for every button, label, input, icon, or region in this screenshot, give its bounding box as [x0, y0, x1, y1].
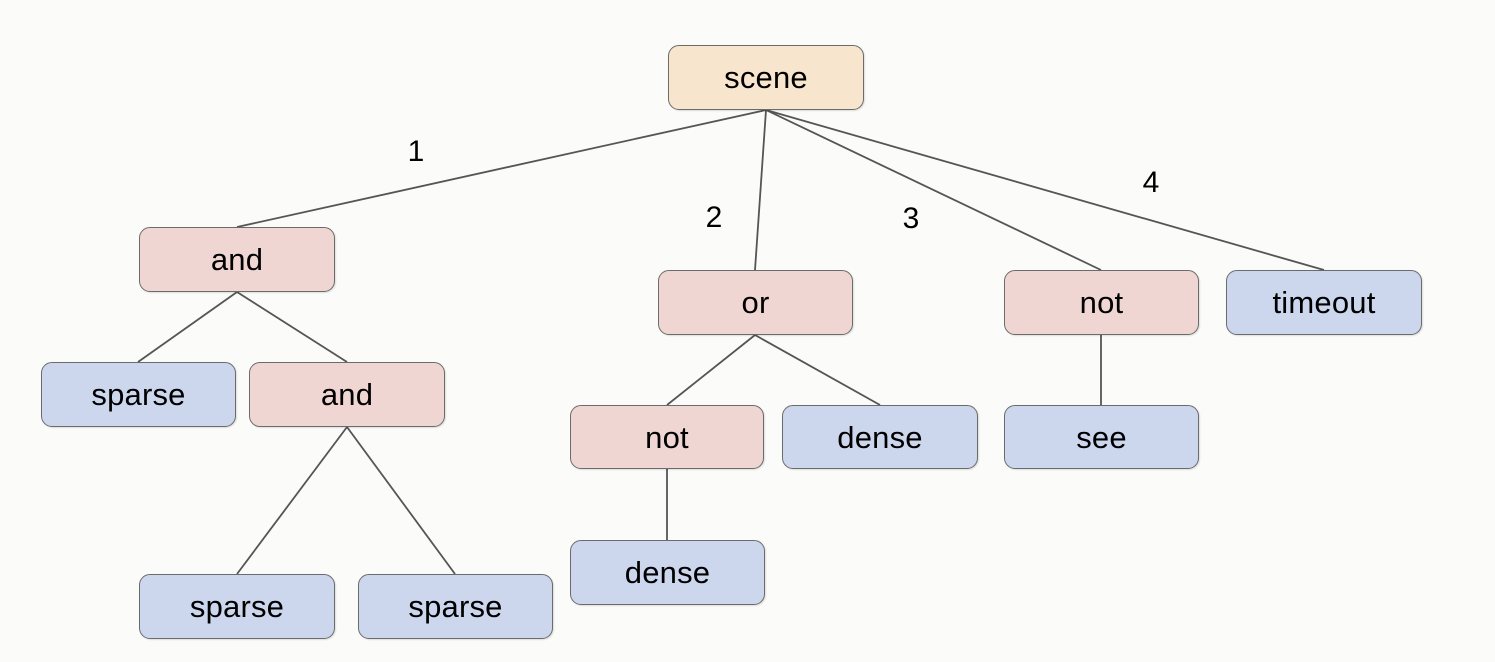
tree-node-not2[interactable]: not [1004, 270, 1199, 335]
tree-edge-scene-to-and1 [236, 109, 767, 228]
tree-edge-and1-to-sparse1 [137, 291, 238, 363]
tree-node-label: see [1076, 419, 1127, 455]
tree-edge-scene-to-not2 [765, 109, 1102, 271]
tree-edge-scene-to-timeout1 [765, 109, 1325, 271]
tree-node-label: sparse [408, 589, 503, 624]
tree-node-label: not [645, 419, 689, 455]
tree-node-label: or [741, 285, 770, 320]
tree-node-or1[interactable]: or [658, 270, 853, 335]
tree-edge-or1-to-not1 [666, 334, 756, 406]
tree-node-not1[interactable]: not [570, 405, 764, 469]
tree-node-label: scene [724, 60, 808, 95]
tree-edge-or1-to-dense1 [754, 334, 881, 406]
tree-node-sparse2[interactable]: sparse [139, 574, 335, 639]
tree-edge-and2-to-sparse2 [236, 426, 348, 575]
tree-node-timeout1[interactable]: timeout [1226, 270, 1422, 335]
tree-node-sparse3[interactable]: sparse [358, 574, 553, 639]
tree-edge-and1-to-and2 [236, 291, 348, 363]
tree-edge-and2-to-sparse3 [346, 426, 456, 575]
tree-node-label: dense [837, 419, 923, 455]
tree-node-dense1[interactable]: dense [782, 405, 978, 469]
tree-node-label: sparse [189, 589, 285, 624]
tree-edge-scene-to-or1 [754, 109, 767, 271]
tree-node-and1[interactable]: and [139, 227, 335, 292]
tree-node-scene[interactable]: scene [668, 45, 864, 110]
tree-node-sparse1[interactable]: sparse [41, 362, 236, 427]
tree-node-label: sparse [91, 377, 186, 412]
tree-node-label: timeout [1272, 285, 1376, 320]
tree-node-see1[interactable]: see [1004, 405, 1199, 469]
tree-node-and2[interactable]: and [249, 362, 445, 427]
edge-label-scene-to-timeout1: 4 [1142, 166, 1160, 199]
tree-node-label: dense [624, 555, 711, 590]
edge-label-scene-to-and1: 1 [407, 135, 425, 168]
edge-label-scene-to-not2: 3 [902, 202, 920, 235]
edge-label-scene-to-or1: 2 [705, 201, 723, 234]
tree-node-label: and [210, 242, 264, 277]
tree-node-label: and [320, 377, 374, 412]
tree-node-label: not [1079, 285, 1124, 320]
tree-node-dense2[interactable]: dense [570, 540, 765, 605]
